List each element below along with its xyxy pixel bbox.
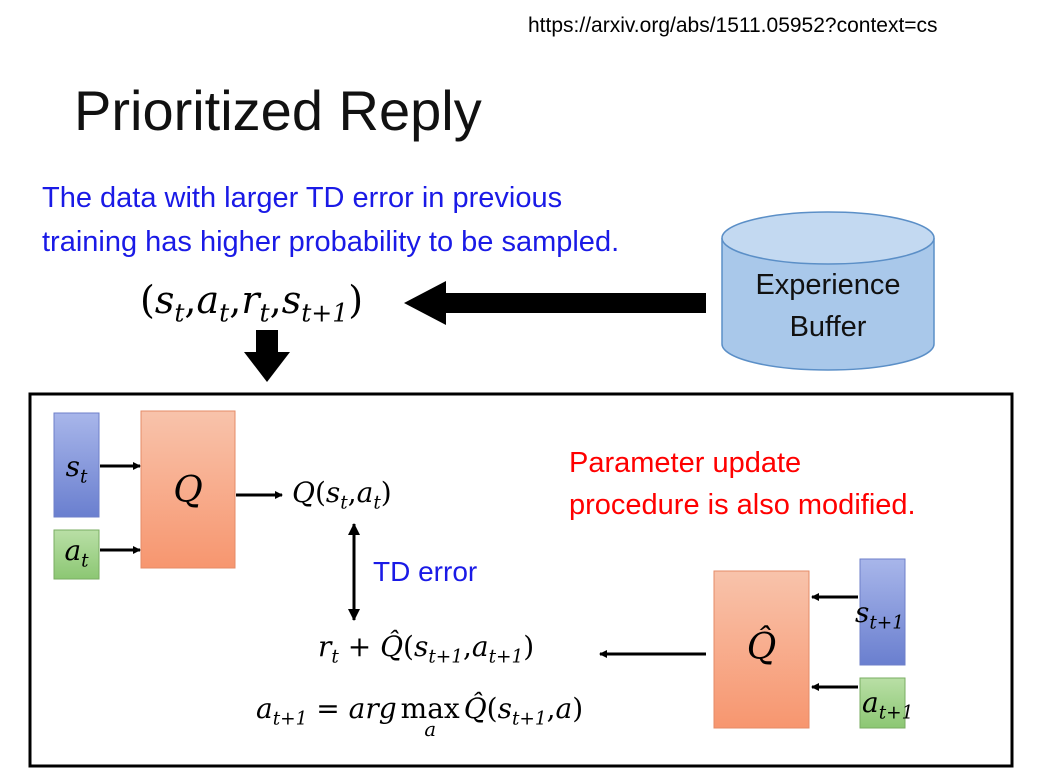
next-state-input-box <box>859 558 906 666</box>
update-note-line2: procedure is also modified. <box>569 489 916 521</box>
sampling-note-line2: training has higher probability to be sa… <box>42 226 620 258</box>
action-input-box <box>53 529 100 580</box>
sampling-note-line1: The data with larger TD error in previou… <box>42 182 563 214</box>
next-action-label: at+1 <box>862 686 914 724</box>
source-url: https://arxiv.org/abs/1511.05952?context… <box>528 14 938 37</box>
sample-arrow <box>404 281 706 325</box>
buffer-label-line1: Experience <box>755 269 901 301</box>
update-note: Parameter update procedure is also modif… <box>569 442 916 526</box>
update-note-line1: Parameter update <box>569 447 802 479</box>
q-output-expression: Q(st,at) <box>292 476 392 514</box>
q-network-box <box>140 410 236 569</box>
slide-title: Prioritized Reply <box>74 79 482 142</box>
td-error-label: TD error <box>373 556 478 587</box>
next-action-input-box <box>859 677 906 729</box>
target-expression: rt + Q̂(st+1,at+1) <box>318 630 535 668</box>
experience-buffer-cylinder <box>721 211 935 371</box>
target-network-box <box>713 570 810 729</box>
target-network-label: Q̂ <box>746 627 777 668</box>
next-state-label: st+1 <box>855 596 905 634</box>
experience-buffer-label: Experience Buffer <box>722 264 934 348</box>
update-procedure-frame <box>28 392 1014 768</box>
state-input-box <box>53 412 100 518</box>
buffer-label-line2: Buffer <box>789 311 867 343</box>
q-network-label: Q <box>173 470 203 511</box>
action-input-label: at <box>64 534 89 572</box>
state-input-label: st <box>65 450 88 488</box>
sampling-note: The data with larger TD error in previou… <box>42 176 619 264</box>
transition-tuple: (st,at,rt,st+1) <box>140 278 364 328</box>
down-arrow <box>244 330 290 382</box>
